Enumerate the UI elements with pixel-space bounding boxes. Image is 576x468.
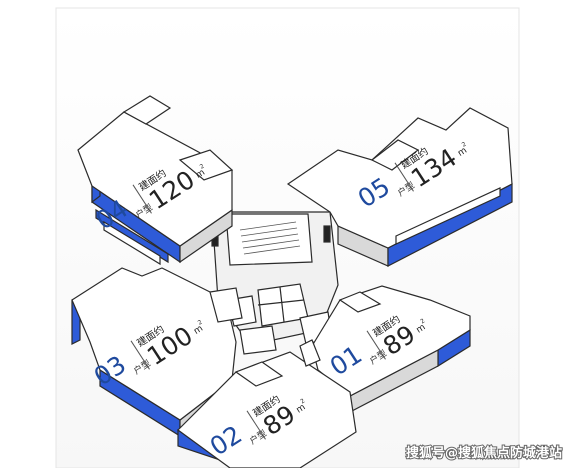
unit-05-block (286, 107, 513, 267)
area-unit-sup: 2 (461, 141, 468, 149)
area-unit-sup: 2 (197, 319, 204, 327)
area-unit-sup: 2 (419, 317, 426, 325)
unit-02-block (177, 339, 357, 468)
unit-04-block (77, 95, 234, 266)
central-core (211, 211, 339, 355)
area-unit-sup: 2 (299, 397, 306, 405)
area-unit-sup: 2 (199, 163, 206, 171)
watermark-text: 搜狐号@搜狐焦点防城港站 (406, 445, 562, 461)
unit-01-block (311, 285, 471, 413)
